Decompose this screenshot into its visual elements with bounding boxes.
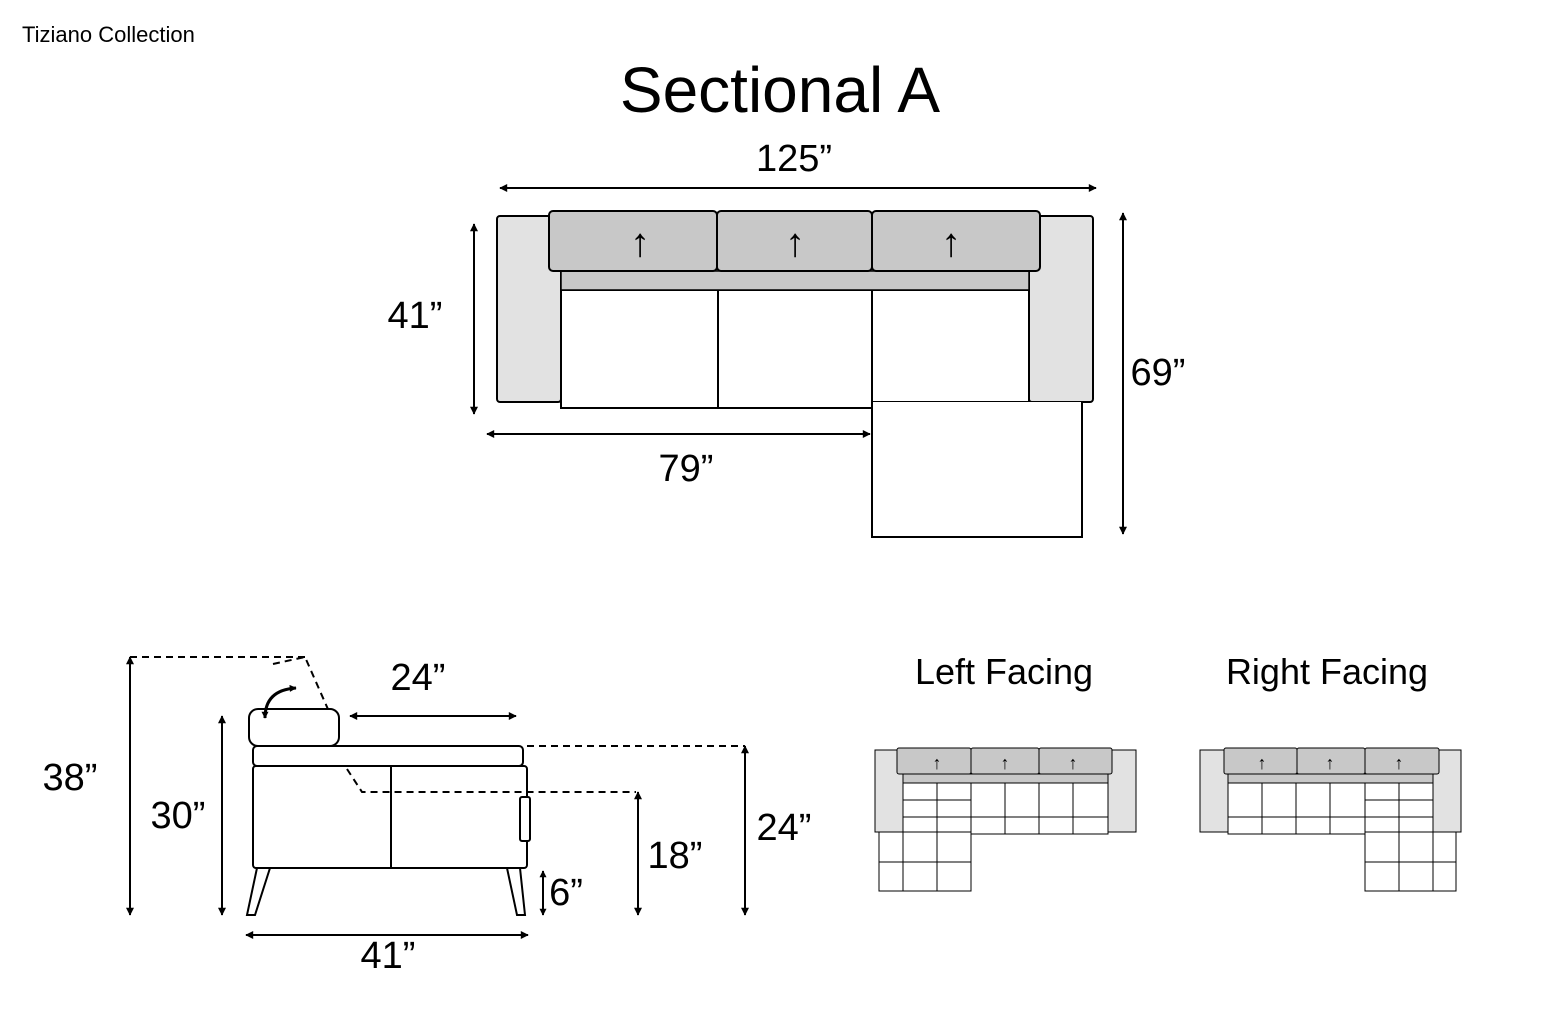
sofa-depth-label: 41” — [388, 295, 443, 337]
up-arrow-icon: ↑ — [1001, 753, 1010, 773]
up-arrow-icon: ↑ — [1326, 753, 1335, 773]
seat-height-reference — [346, 745, 745, 793]
recline-arrow-icon — [261, 684, 297, 719]
back-height-label: 30” — [151, 795, 206, 837]
back-base — [560, 270, 1030, 291]
arm-height-label: 24” — [757, 807, 812, 849]
sofa-width-label: 79” — [659, 448, 714, 490]
up-arrow-icon: ↑ — [941, 221, 961, 265]
right-facing-thumbnail — [1199, 747, 1462, 892]
up-arrow-icon: ↑ — [785, 221, 805, 265]
back-leg — [505, 867, 527, 916]
max-height-label: 38” — [43, 757, 98, 799]
overall-depth-label: 69” — [1131, 352, 1186, 394]
leg-height-label: 6” — [549, 872, 583, 914]
side-view — [130, 655, 745, 916]
front-leg — [245, 867, 272, 916]
right-facing-label: Right Facing — [1226, 651, 1428, 692]
up-arrow-icon: ↑ — [933, 753, 942, 773]
seat-height-label: 18” — [648, 835, 703, 877]
seat-left — [560, 289, 719, 409]
brand-name: Tiziano Collection — [22, 22, 195, 47]
seat-middle — [717, 289, 873, 409]
side-handle — [519, 796, 531, 842]
headrest — [248, 708, 340, 747]
up-arrow-icon: ↑ — [1395, 753, 1404, 773]
seat-depth-label: 24” — [391, 657, 446, 699]
side-arm-top — [252, 745, 524, 767]
side-depth-label: 41” — [361, 935, 416, 977]
left-facing-thumbnail — [874, 747, 1137, 892]
up-arrow-icon: ↑ — [1069, 753, 1078, 773]
page-title: Sectional A — [620, 54, 941, 126]
up-arrow-icon: ↑ — [630, 221, 650, 265]
back-cushion-right — [871, 210, 1041, 272]
left-facing-label: Left Facing — [915, 651, 1093, 692]
overall-width-label: 125” — [756, 138, 832, 180]
seat-right — [871, 289, 1030, 403]
chaise — [871, 402, 1083, 538]
top-view — [496, 210, 1094, 538]
up-arrow-icon: ↑ — [1258, 753, 1267, 773]
